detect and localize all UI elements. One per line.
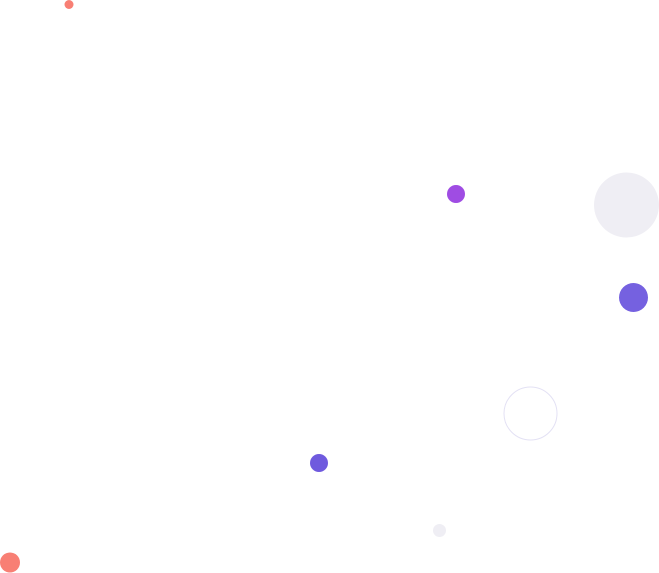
coral-dot-small bbox=[64, 0, 74, 9]
pale-circle-large bbox=[594, 172, 659, 238]
purple-dot bbox=[447, 185, 465, 203]
indigo-dot-small bbox=[310, 454, 328, 472]
pale-dot-small bbox=[433, 524, 446, 537]
outline-circle bbox=[503, 386, 558, 441]
coral-dot-large bbox=[0, 552, 20, 573]
indigo-dot-large bbox=[619, 283, 648, 312]
